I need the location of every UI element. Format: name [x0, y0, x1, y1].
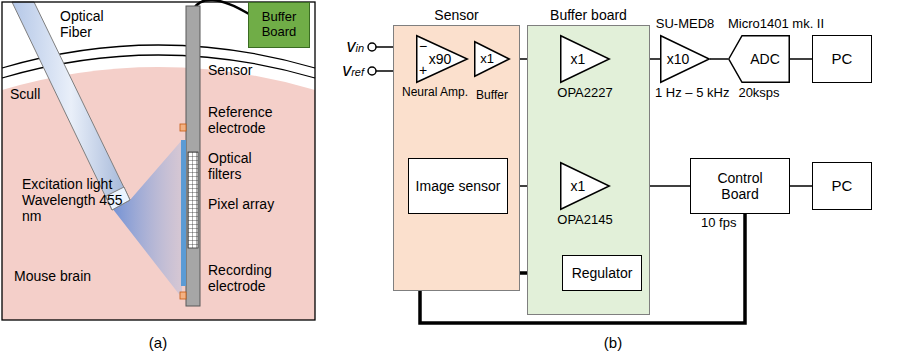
- part-label: Reference electrode: [208, 104, 298, 136]
- terminal: [368, 67, 376, 75]
- node-text: ADC: [728, 35, 790, 83]
- connector: [790, 185, 812, 187]
- node-caption: 10 fps: [701, 216, 736, 231]
- panel-a-drawing: [2, 0, 315, 320]
- pin-sign: +: [419, 62, 427, 78]
- connector: [790, 58, 812, 60]
- node-text: x1: [560, 35, 610, 83]
- pc-box: PC: [812, 162, 872, 210]
- node-caption: Buffer: [476, 89, 508, 103]
- reference-electrode: [180, 124, 186, 131]
- sensor-shank: [186, 6, 200, 306]
- node-caption: SU-MED8: [656, 17, 715, 32]
- node-text: x10: [660, 35, 710, 83]
- panel-frame: [2, 2, 315, 320]
- image-sensor-box: Image sensor: [408, 158, 508, 214]
- node-caption: Buffer board: [550, 7, 627, 23]
- node-text: Buffer Board: [249, 3, 309, 47]
- node-caption: OPA2227: [557, 86, 612, 101]
- node-text: PC: [813, 163, 871, 209]
- node-text: Image sensor: [409, 159, 507, 213]
- pixel-array: [188, 152, 198, 248]
- amplifier-symbol: x10SU-MED81 Hz – 5 kHz: [660, 35, 710, 83]
- pin-sign: −: [419, 38, 427, 54]
- part-label: Scull: [10, 86, 40, 102]
- node-text: Control Board: [691, 159, 789, 213]
- node-text: x1: [560, 162, 610, 210]
- amplifier-symbol: x1Buffer: [474, 41, 510, 77]
- node-text: PC: [813, 36, 871, 82]
- node-caption: 1 Hz – 5 kHz: [655, 86, 729, 101]
- part-label: Optical Fiber: [60, 8, 120, 40]
- adc-symbol: ADCMicro1401 mk. II20ksps: [728, 35, 790, 83]
- control-board-box: Control Board10 fps: [690, 158, 790, 214]
- regulator-box: Regulator: [562, 255, 642, 291]
- node-caption: OPA2145: [557, 213, 612, 228]
- node-caption: Sensor: [434, 7, 478, 23]
- node-caption: Micro1401 mk. II: [728, 17, 824, 32]
- part-label: Excitation light Wavelength 455 nm: [22, 176, 142, 224]
- part-label: Sensor: [208, 62, 252, 78]
- pc-box: PC: [812, 35, 872, 83]
- recording-electrode: [180, 292, 186, 299]
- buffer-board-box: Buffer Board: [248, 2, 310, 48]
- buffer-board-panel: Buffer boardx1OPA2227x1OPA2145Regulator: [527, 25, 650, 315]
- optical-filter: [181, 140, 186, 286]
- signal-name: vin: [346, 36, 364, 57]
- node-text: Regulator: [563, 256, 641, 290]
- terminal: [368, 43, 376, 51]
- amplifier-symbol: x1OPA2227: [560, 35, 610, 83]
- part-label: Mouse brain: [14, 268, 91, 284]
- part-label: Optical filters: [208, 150, 288, 182]
- part-label: Recording electrode: [208, 262, 298, 294]
- node-caption: 20ksps: [738, 86, 779, 101]
- connector: [710, 58, 728, 60]
- sensor-panel: Sensorx90Neural Amp.x1BufferImage sensor: [393, 25, 520, 291]
- node-text: x1: [474, 41, 510, 77]
- excitation-light: [112, 140, 182, 298]
- panel-label: (b): [604, 334, 622, 351]
- signal-name: vref: [342, 60, 364, 81]
- part-label: Pixel array: [208, 196, 278, 212]
- amplifier-symbol: x1OPA2145: [560, 162, 610, 210]
- panel-label: (a): [149, 334, 167, 351]
- node-caption: Neural Amp.: [402, 86, 468, 100]
- mouse-brain: [2, 67, 315, 320]
